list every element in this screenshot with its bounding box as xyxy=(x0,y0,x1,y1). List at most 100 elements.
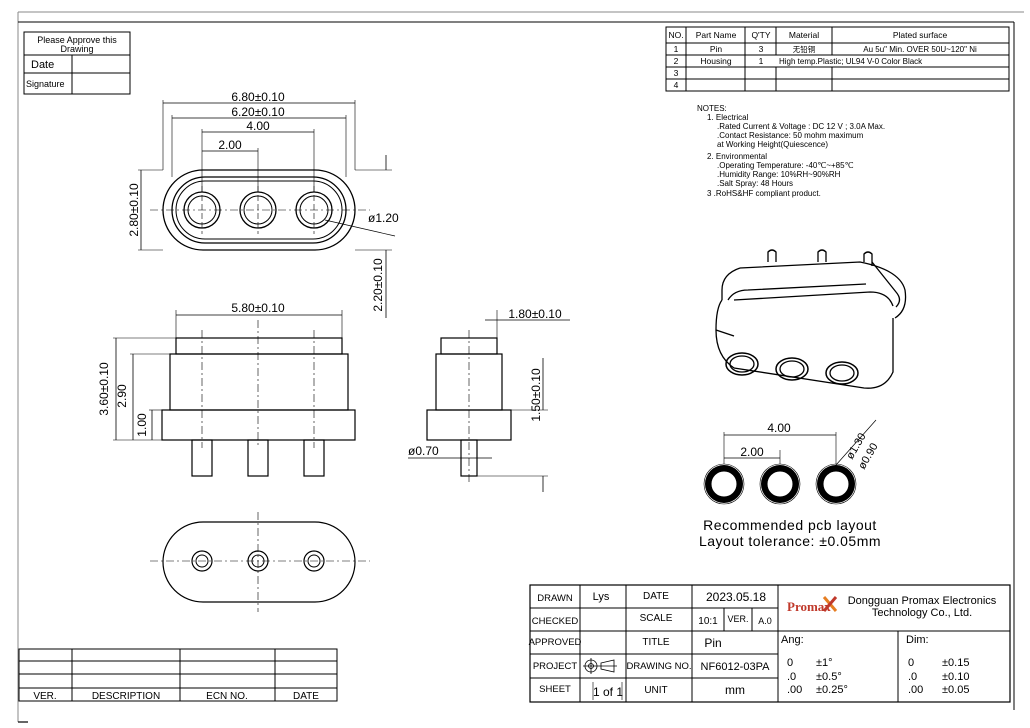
dim-side-150: 1.50±0.10 xyxy=(529,368,543,422)
pcb-caption-2: Layout tolerance: ±0.05mm xyxy=(699,533,881,549)
tb-date-label: DATE xyxy=(643,591,669,602)
approval-signature-label: Signature xyxy=(26,79,65,89)
tb-ang-row: .0 xyxy=(787,671,796,683)
rev-header-ver: VER. xyxy=(33,691,56,702)
pcb-caption-1: Recommended pcb layout xyxy=(703,517,877,533)
tb-approved-label: APPROVED xyxy=(529,637,582,648)
approval-box: Please Approve this Drawing Date Signatu… xyxy=(23,31,131,95)
dim-top-200: 2.00 xyxy=(218,138,242,152)
tb-dim-row-tol: ±0.15 xyxy=(942,657,969,669)
dim-front-290: 2.90 xyxy=(115,384,129,408)
note-line: NOTES: xyxy=(697,104,727,113)
tb-drawing-no-label: DRAWING NO. xyxy=(626,661,691,672)
note-line: 3 .RoHS&HF compliant product. xyxy=(707,189,821,198)
dim-top-220: 2.20±0.10 xyxy=(371,258,385,312)
bom-header-part: Part Name xyxy=(696,30,737,40)
tb-drawing-no-value: NF6012-03PA xyxy=(701,661,771,673)
approval-date-label: Date xyxy=(31,59,54,71)
bom-header-surface: Plated surface xyxy=(893,30,948,40)
logo-mark-icon xyxy=(822,596,838,612)
tb-unit-value: mm xyxy=(725,683,745,697)
bom-row3-no: 3 xyxy=(674,68,679,78)
title-block: DRAWN Lys DATE 2023.05.18 CHECKED SCALE … xyxy=(529,584,1011,703)
projection-symbol-icon xyxy=(583,658,617,674)
tb-drawn-value: Lys xyxy=(593,591,610,603)
bom-row1-no: 1 xyxy=(674,44,679,54)
note-line: .Operating Temperature: -40℃~+85℃ xyxy=(717,161,854,170)
tb-dim-row: 0 xyxy=(908,657,914,669)
tb-title-label: TITLE xyxy=(642,637,670,648)
tb-unit-label: UNIT xyxy=(644,685,667,696)
tb-scale-label: SCALE xyxy=(640,613,673,624)
isometric-view xyxy=(715,249,907,389)
tb-dim-row: .00 xyxy=(908,684,923,696)
rev-header-date: DATE xyxy=(293,691,319,702)
note-line: .Contact Resistance: 50 mohm maximum xyxy=(717,131,864,140)
frame-border xyxy=(17,11,1024,723)
pcb-dim-400: 4.00 xyxy=(767,421,791,435)
bom-row2-no: 2 xyxy=(674,56,679,66)
tb-ang-row: .00 xyxy=(787,684,802,696)
approval-title: Please Approve this xyxy=(37,35,117,45)
bom-row2-qty: 1 xyxy=(759,56,764,66)
bom-header-no: NO. xyxy=(668,30,683,40)
dim-front-100: 1.00 xyxy=(135,413,149,437)
tb-dim-row-tol: ±0.10 xyxy=(942,671,969,683)
note-line: .Rated Current & Voltage : DC 12 V ; 3.0… xyxy=(717,122,885,131)
dim-front-580: 5.80±0.10 xyxy=(231,301,285,315)
tb-dim-row-tol: ±0.05 xyxy=(942,684,969,696)
bom-row2-part: Housing xyxy=(700,56,731,66)
tb-drawn-label: DRAWN xyxy=(537,593,573,604)
tb-ver-value: A.0 xyxy=(758,616,772,626)
tb-sheet-value: 1 of 1 xyxy=(593,685,623,699)
rev-header-description: DESCRIPTION xyxy=(92,691,160,702)
company-name-1: Dongguan Promax Electronics xyxy=(848,595,997,607)
revision-table: VER. DESCRIPTION ECN NO. DATE xyxy=(18,648,338,702)
bom-row1-material: 无铅铜 xyxy=(793,44,816,54)
tb-ang-row-tol: ±1° xyxy=(816,657,833,669)
bom-row1-part: Pin xyxy=(710,44,723,54)
note-line: 2. Environmental xyxy=(707,152,767,161)
dim-front-360: 3.60±0.10 xyxy=(97,362,111,416)
dim-top-280: 2.80±0.10 xyxy=(127,183,141,237)
dim-side-dia070: ø0.70 xyxy=(408,444,439,458)
bom-header-qty: Q'TY xyxy=(751,30,770,40)
tb-project-label: PROJECT xyxy=(533,661,578,672)
bom-row4-no: 4 xyxy=(674,80,679,90)
bom-header-material: Material xyxy=(789,30,819,40)
note-line: 1. Electrical xyxy=(707,113,749,122)
pcb-layout: 4.00 2.00 ø1.30 ø0.90 Recommended pcb la… xyxy=(699,419,881,549)
side-view: 1.80±0.10 1.50±0.10 ø0.70 xyxy=(408,307,570,492)
rev-header-ecn: ECN NO. xyxy=(206,691,248,702)
pcb-dim-200: 2.00 xyxy=(740,445,764,459)
bom-row1-qty: 3 xyxy=(759,44,764,54)
front-view: 5.80±0.10 3.60±0.10 2.90 1.00 xyxy=(97,301,356,477)
bottom-view xyxy=(150,512,370,612)
approval-title-2: Drawing xyxy=(60,44,93,54)
note-line: at Working Height(Quiescence) xyxy=(717,140,828,149)
dim-top-dia120: ø1.20 xyxy=(368,211,399,225)
company-name-2: Technology Co., Ltd. xyxy=(872,607,972,619)
company-logo: Promax xyxy=(787,599,831,614)
notes-block: NOTES: 1. Electrical .Rated Current & Vo… xyxy=(697,104,885,198)
tb-date-value: 2023.05.18 xyxy=(706,590,766,604)
tb-dim-label: Dim: xyxy=(906,634,929,646)
dim-top-680: 6.80±0.10 xyxy=(231,90,285,104)
tb-ang-row-tol: ±0.5° xyxy=(816,671,842,683)
tb-checked-label: CHECKED xyxy=(532,616,579,627)
bom-table: NO. Part Name Q'TY Material Plated surfa… xyxy=(665,26,1010,92)
bom-row1-surface: Au 5u" Min. OVER 50U~120" Ni xyxy=(863,45,977,54)
bom-row2-material: High temp.Plastic; UL94 V-0 Color Black xyxy=(779,57,923,66)
dim-top-400: 4.00 xyxy=(246,119,270,133)
dim-top-620: 6.20±0.10 xyxy=(231,105,285,119)
tb-sheet-label: SHEET xyxy=(539,684,571,695)
tb-title-value: Pin xyxy=(704,636,721,650)
tb-dim-row: .0 xyxy=(908,671,917,683)
tb-ver-label: VER. xyxy=(727,614,748,624)
tb-ang-label: Ang: xyxy=(781,634,804,646)
dim-side-180: 1.80±0.10 xyxy=(508,307,562,321)
tb-ang-row-tol: ±0.25° xyxy=(816,684,848,696)
top-view: 6.80±0.10 6.20±0.10 4.00 2.00 2.80±0.10 … xyxy=(127,90,399,318)
tb-scale-value: 10:1 xyxy=(698,616,718,627)
